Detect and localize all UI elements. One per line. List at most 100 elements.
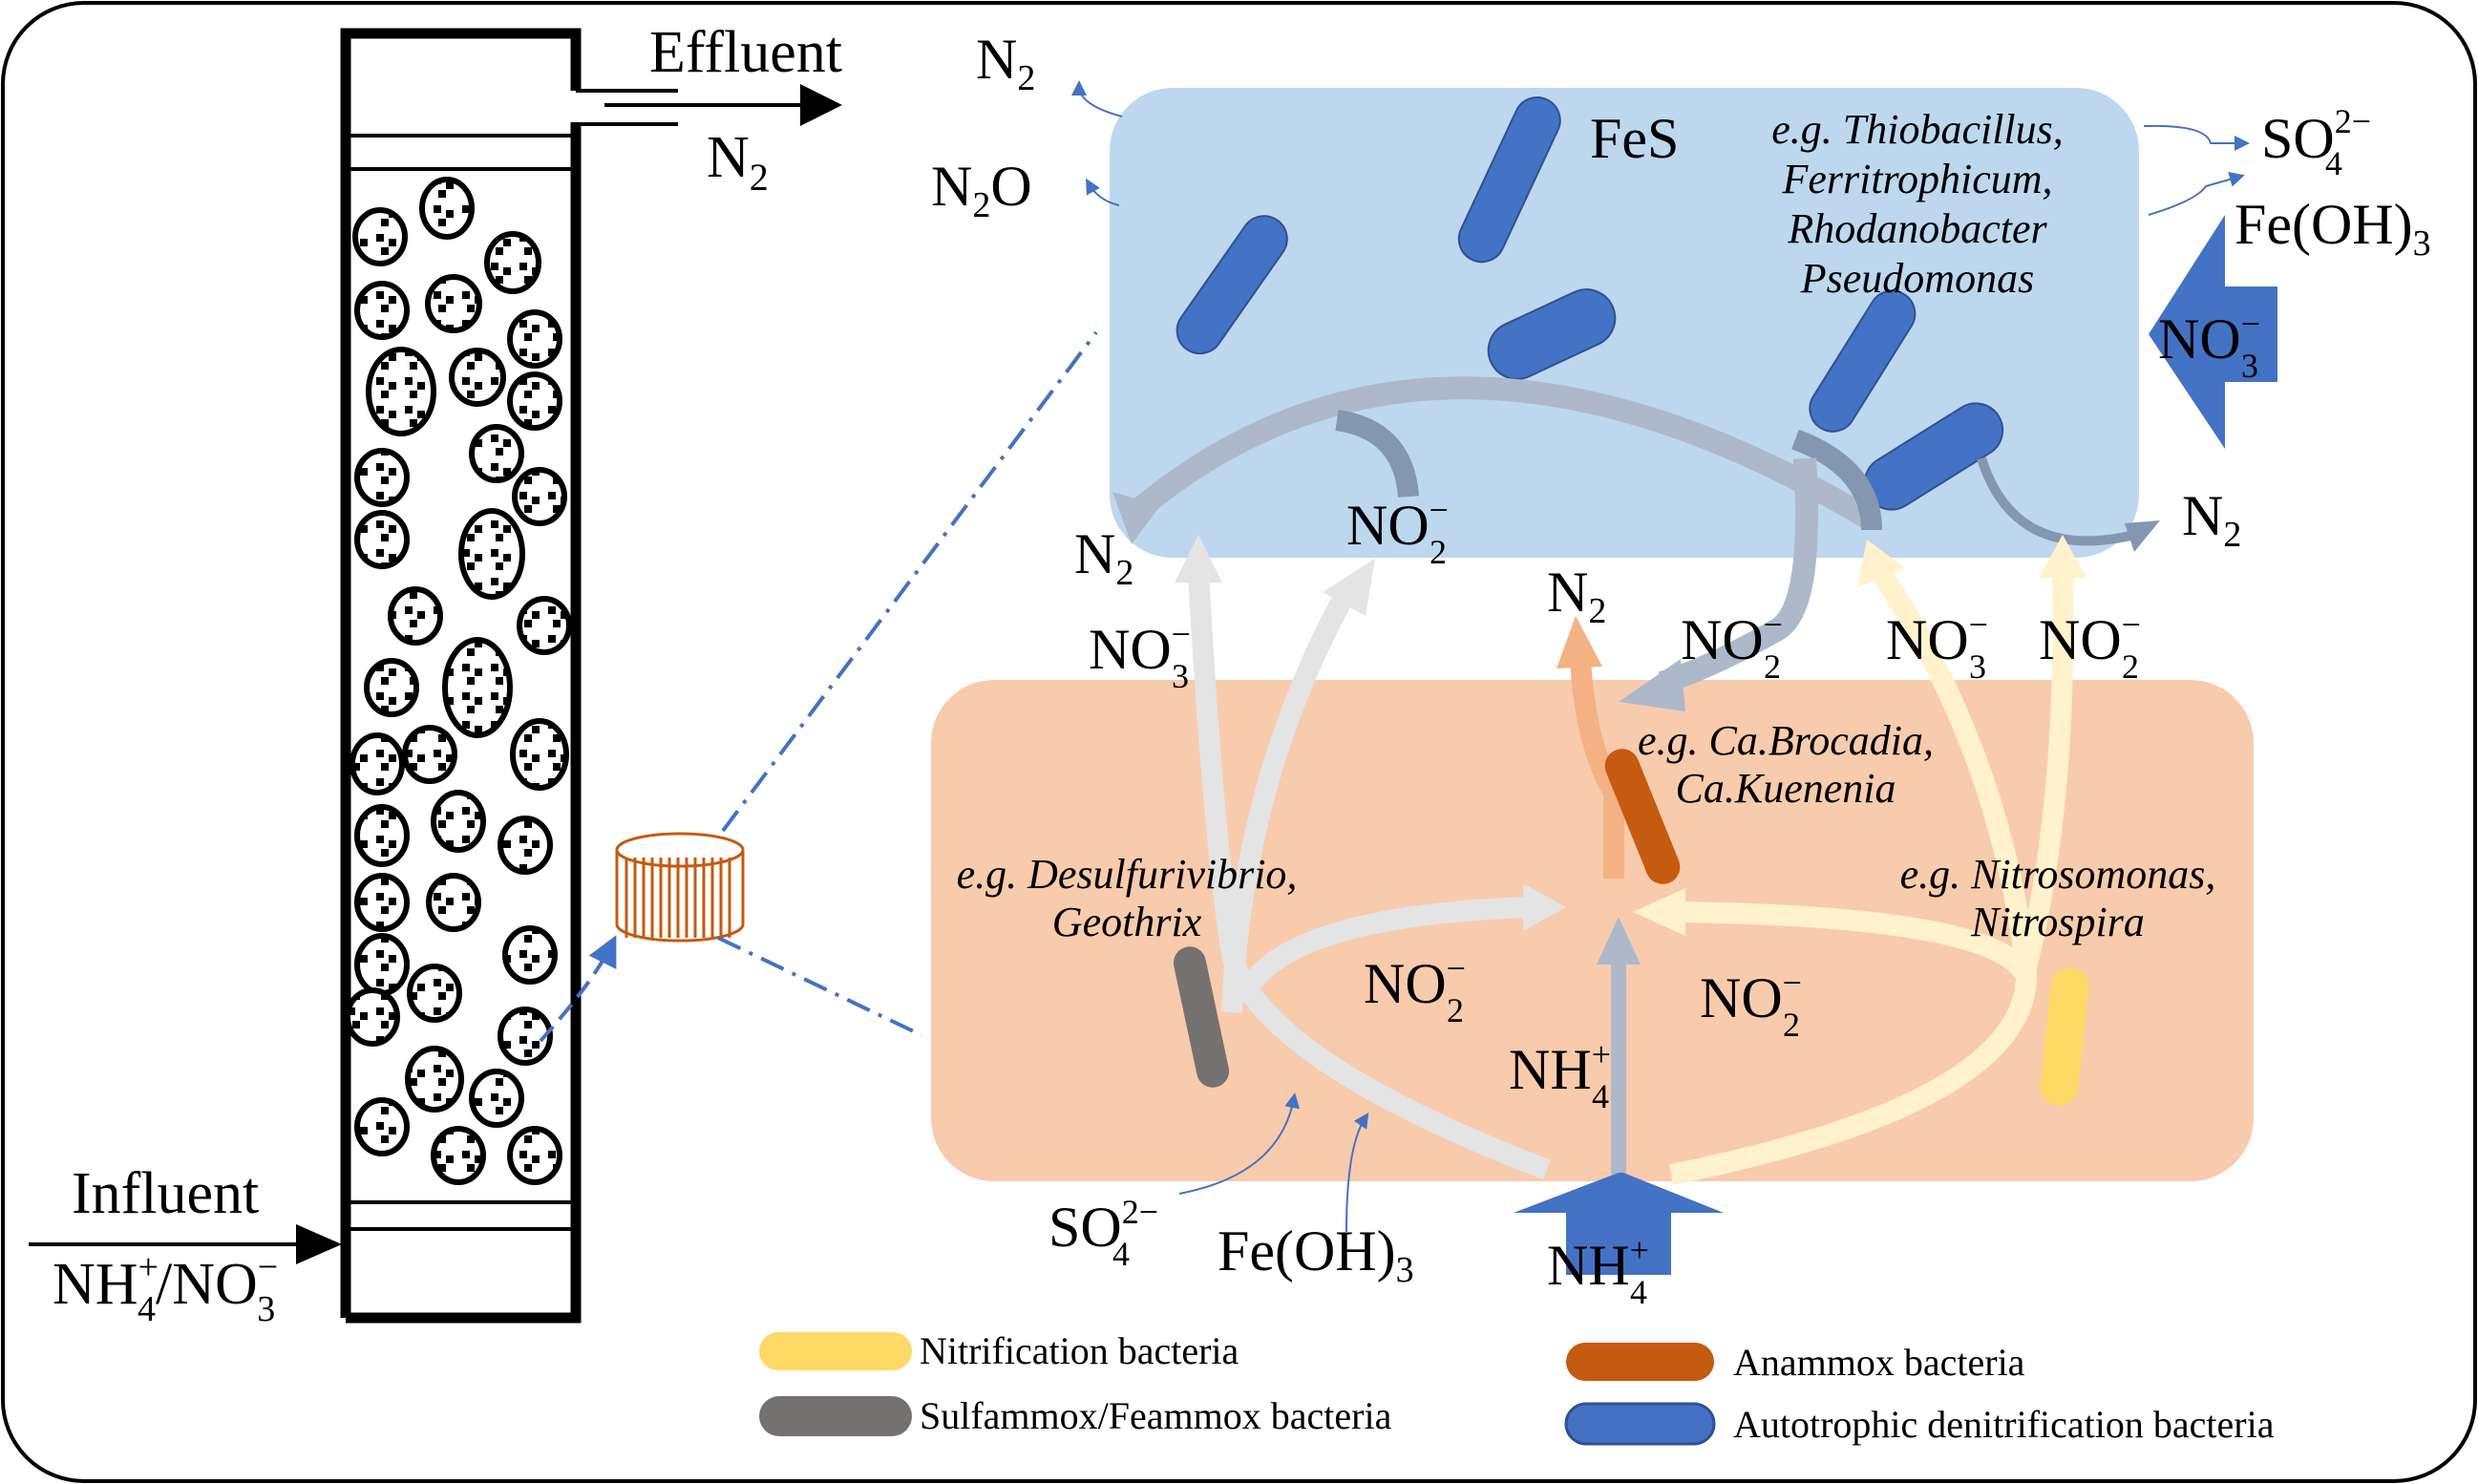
no2-label-center: NO−2	[1681, 605, 1783, 686]
sludge-granule	[407, 964, 462, 1023]
arrowhead	[1557, 616, 1602, 668]
sludge-granule	[345, 987, 400, 1047]
sludge-granule	[507, 1126, 562, 1185]
species-name: Ca.Kuenenia	[1676, 765, 1896, 812]
species-name: Rhodanobacter	[1787, 205, 2047, 252]
no3-input-label: NO−3	[2158, 305, 2260, 385]
legend-swatch	[1566, 1343, 1714, 1381]
influent-label: Influent	[72, 1161, 259, 1226]
anammox-species-list: e.g. Ca.Brocadia,Ca.Kuenenia	[1638, 717, 1934, 812]
n2o-output-label: N2O	[931, 155, 1032, 225]
feoh3-output-label: Fe(OH)3	[2234, 193, 2431, 264]
n2-label-left: N2	[1074, 522, 1133, 593]
sludge-granule	[469, 424, 524, 483]
sludge-granule	[366, 347, 436, 436]
species-name: Ferritrophicum,	[1781, 156, 2052, 202]
species-name: e.g. Desulfurivibrio,	[957, 851, 1298, 898]
legend-label: Autotrophic denitrification bacteria	[1733, 1403, 2275, 1446]
nh4-arrow-label: NH+4	[1547, 1231, 1649, 1311]
sludge-granule	[484, 231, 541, 294]
anammox-n2-arrow	[1570, 658, 1624, 879]
sludge-granule	[402, 725, 457, 784]
electron-acceptor-arrows	[1178, 1092, 1369, 1233]
zoom-connector-lines	[717, 330, 1098, 1037]
sludge-granule	[498, 816, 553, 875]
granule-to-carrier-arrow	[539, 935, 617, 1043]
sludge-granule	[458, 508, 525, 600]
sulfammox-pathways	[1188, 572, 1551, 1180]
legend-swatch	[1564, 1402, 1716, 1446]
influent-arrow	[29, 1224, 342, 1264]
sludge-granule	[352, 207, 408, 266]
no3-input-arrow	[2149, 215, 2277, 449]
reactor-column	[340, 28, 678, 1324]
legend-label: Sulfammox/Feammox bacteria	[920, 1394, 1392, 1437]
carrier-icon	[615, 832, 745, 943]
species-name: e.g. Ca.Brocadia,	[1638, 717, 1934, 764]
sulfammox-species-list: e.g. Desulfurivibrio,Geothrix	[957, 851, 1298, 945]
no2-loop-arc	[1335, 410, 1419, 498]
effluent-arrow	[604, 84, 842, 126]
sludge-granule	[354, 1097, 410, 1156]
sludge-granule	[507, 309, 562, 369]
sludge-granules	[345, 177, 572, 1185]
arrowhead	[1597, 917, 1641, 965]
no3-label-left: NO−3	[1089, 615, 1191, 695]
right-arc-end	[1790, 429, 1882, 531]
feoh3-input-label: Fe(OH)3	[1218, 1219, 1414, 1290]
sludge-granule	[354, 873, 410, 932]
sludge-granule	[354, 448, 410, 507]
arrowhead	[2125, 520, 2160, 552]
legend-item-anammox: Anammox bacteria	[1566, 1341, 2025, 1384]
so4-input-label: SO2−4	[1048, 1193, 1158, 1273]
cream-arrowheads	[1633, 535, 2086, 936]
legend-item-nitrification: Nitrification bacteria	[759, 1329, 1239, 1372]
sludge-granule	[502, 925, 558, 985]
arrowhead	[1112, 492, 1160, 544]
sludge-granule	[388, 586, 443, 646]
anammox-bacterium	[1604, 749, 1681, 884]
legend-item-autotrophic-denitrification: Autotrophic denitrification bacteria	[1564, 1402, 2275, 1446]
sludge-granule	[419, 177, 475, 240]
species-name: Geothrix	[1052, 899, 1202, 945]
species-name: e.g. Nitrosomonas,	[1900, 851, 2216, 898]
sludge-granule	[469, 1069, 524, 1128]
sludge-granule	[431, 1126, 486, 1185]
sludge-granule	[431, 790, 486, 853]
sludge-granule	[517, 596, 572, 655]
sludge-granule	[354, 804, 410, 867]
effluent-label: Effluent	[649, 20, 842, 85]
sludge-granule	[354, 281, 410, 340]
sludge-granule	[349, 732, 405, 795]
no2-label-a: NO−2	[1364, 949, 1466, 1029]
legend-label: Anammox bacteria	[1733, 1341, 2025, 1384]
sulfammox-bacterium	[1173, 946, 1230, 1088]
no2-label-right: NO−2	[2039, 605, 2141, 686]
legend-swatch	[759, 1332, 912, 1370]
grey-arrowheads	[1175, 535, 1566, 931]
nitrification-species-list: e.g. Nitrosomonas,Nitrospira	[1900, 851, 2216, 945]
n2-output-label: N2	[976, 28, 1035, 98]
no3-label-right: NO−3	[1886, 605, 1988, 686]
n2-right-label: N2	[2182, 484, 2241, 555]
species-name: e.g. Thiobacillus,	[1771, 106, 2064, 153]
n2-release-arrow	[1977, 456, 2136, 546]
sludge-granule	[507, 371, 562, 431]
sludge-granule	[354, 510, 410, 569]
legend-swatch	[759, 1396, 912, 1436]
nitrification-bacterium	[2040, 967, 2089, 1106]
legend: Nitrification bacteria Sulfammox/Feammox…	[759, 1329, 2275, 1446]
no2-to-anammox-arrow	[1658, 457, 1818, 694]
sludge-granule	[442, 637, 513, 738]
arrowhead	[1619, 659, 1685, 711]
species-name: Nitrospira	[1970, 899, 2145, 945]
sludge-granule	[498, 1007, 553, 1066]
sludge-granule	[512, 467, 567, 526]
n2-label-center: N2	[1547, 561, 1606, 631]
no3-to-n2-arc	[1124, 376, 1878, 531]
autotrophic-denitrification-bacteria	[1175, 96, 2004, 511]
sludge-granule	[449, 348, 506, 407]
no2-label-left: NO−2	[1346, 491, 1449, 571]
sludge-granule	[510, 718, 569, 791]
